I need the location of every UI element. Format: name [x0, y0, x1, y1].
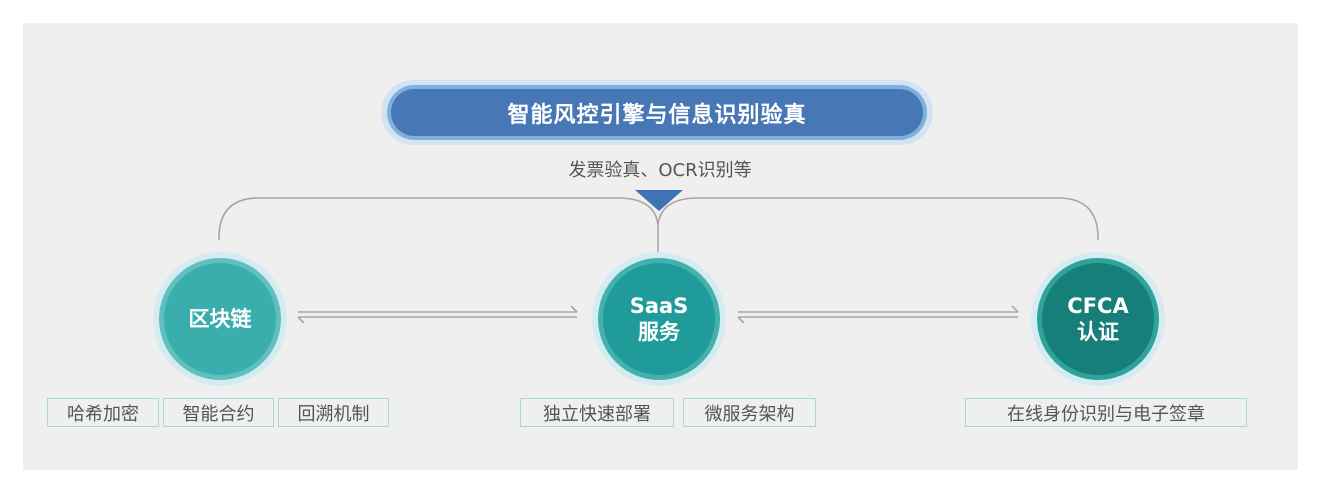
node-saas: SaaS 服务: [592, 252, 726, 386]
node-blockchain: 区块链: [153, 252, 287, 386]
node-label-line1: SaaS: [629, 294, 689, 318]
tag-traceback: 回溯机制: [278, 398, 389, 427]
subtitle: 发票验真、OCR识别等: [568, 160, 752, 181]
down-triangle-icon: [635, 190, 683, 211]
node-label-line1: CFCA: [1067, 294, 1129, 318]
two-way-arrow-icon: [297, 305, 578, 324]
tag-hash-encryption: 哈希加密: [47, 398, 159, 427]
title-banner: 智能风控引擎与信息识别验真: [391, 89, 923, 136]
node-label-line2: 服务: [638, 320, 680, 344]
two-way-arrow-icon: [737, 305, 1019, 324]
node-label: 区块链: [188, 307, 252, 331]
tag-smart-contract: 智能合约: [163, 398, 274, 427]
tag-microservices: 微服务架构: [683, 398, 816, 427]
node-cfca: CFCA 认证: [1031, 252, 1165, 386]
node-label-line2: 认证: [1077, 320, 1119, 344]
tag-fast-deploy: 独立快速部署: [520, 398, 674, 427]
tag-esign: 在线身份识别与电子签章: [965, 398, 1247, 427]
